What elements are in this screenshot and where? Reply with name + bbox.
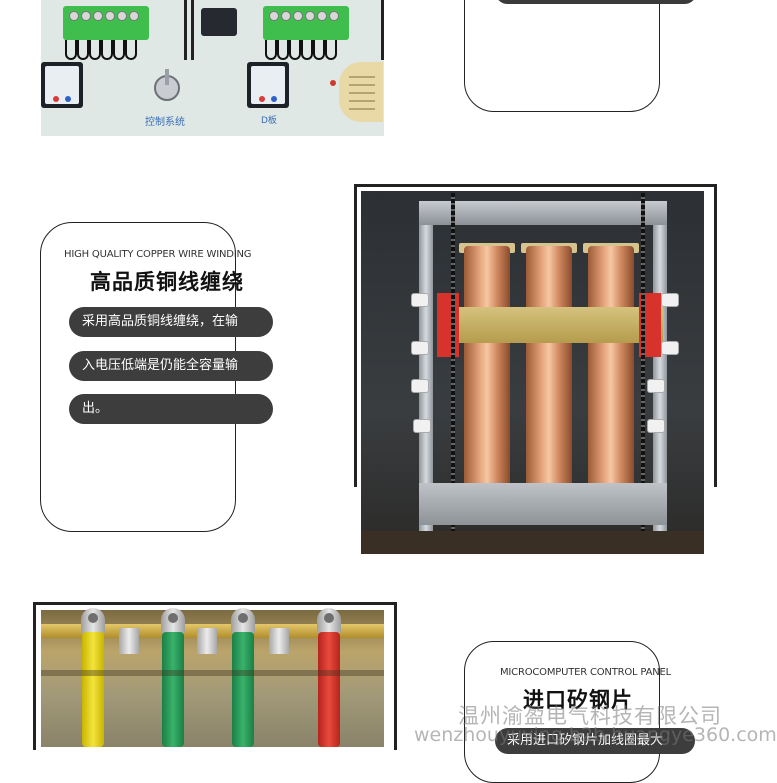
section-subtitle: HIGH QUALITY COPPER WIRE WINDING (64, 249, 252, 260)
toggle-switch (154, 69, 180, 101)
copper-coil (464, 246, 510, 496)
description-line: 采用进口矽钢片加线圈最大 (495, 728, 695, 754)
description-line-3: 出。 (69, 394, 273, 424)
section-title: 进口矽钢片 (523, 688, 633, 712)
photo-frame (33, 602, 397, 750)
relay (41, 62, 83, 108)
watermark-url: wenzhouyuying.b2b.huangye360.com (414, 724, 777, 746)
description-line-1: 采用高品质铜线缠绕，在输 (69, 307, 273, 337)
section-title: 高品质铜线缠绕 (90, 270, 244, 294)
description-pill-top (496, 0, 696, 4)
control-board-photo: 控制系统 D板 (41, 0, 384, 136)
copper-coil (588, 246, 634, 496)
terminal-block (63, 6, 149, 40)
description-line-2: 入电压低端是仍能全容量输 (69, 351, 273, 381)
buzzer (339, 62, 383, 122)
copper-coil (526, 246, 572, 496)
board-label-secondary: D板 (261, 116, 277, 126)
board-label: 控制系统 (145, 117, 185, 128)
photo-frame (354, 184, 717, 487)
watermark-company: 温州渝盈电气科技有限公司 (458, 704, 722, 728)
terminal-block (263, 6, 349, 40)
feature-card-top (464, 0, 660, 112)
indicator-light (330, 80, 336, 86)
cable-terminals-photo (41, 608, 384, 747)
relay (247, 62, 289, 108)
transformer-coil-photo (361, 191, 704, 554)
section-subtitle: MICROCOMPUTER CONTROL PANEL (500, 667, 671, 678)
